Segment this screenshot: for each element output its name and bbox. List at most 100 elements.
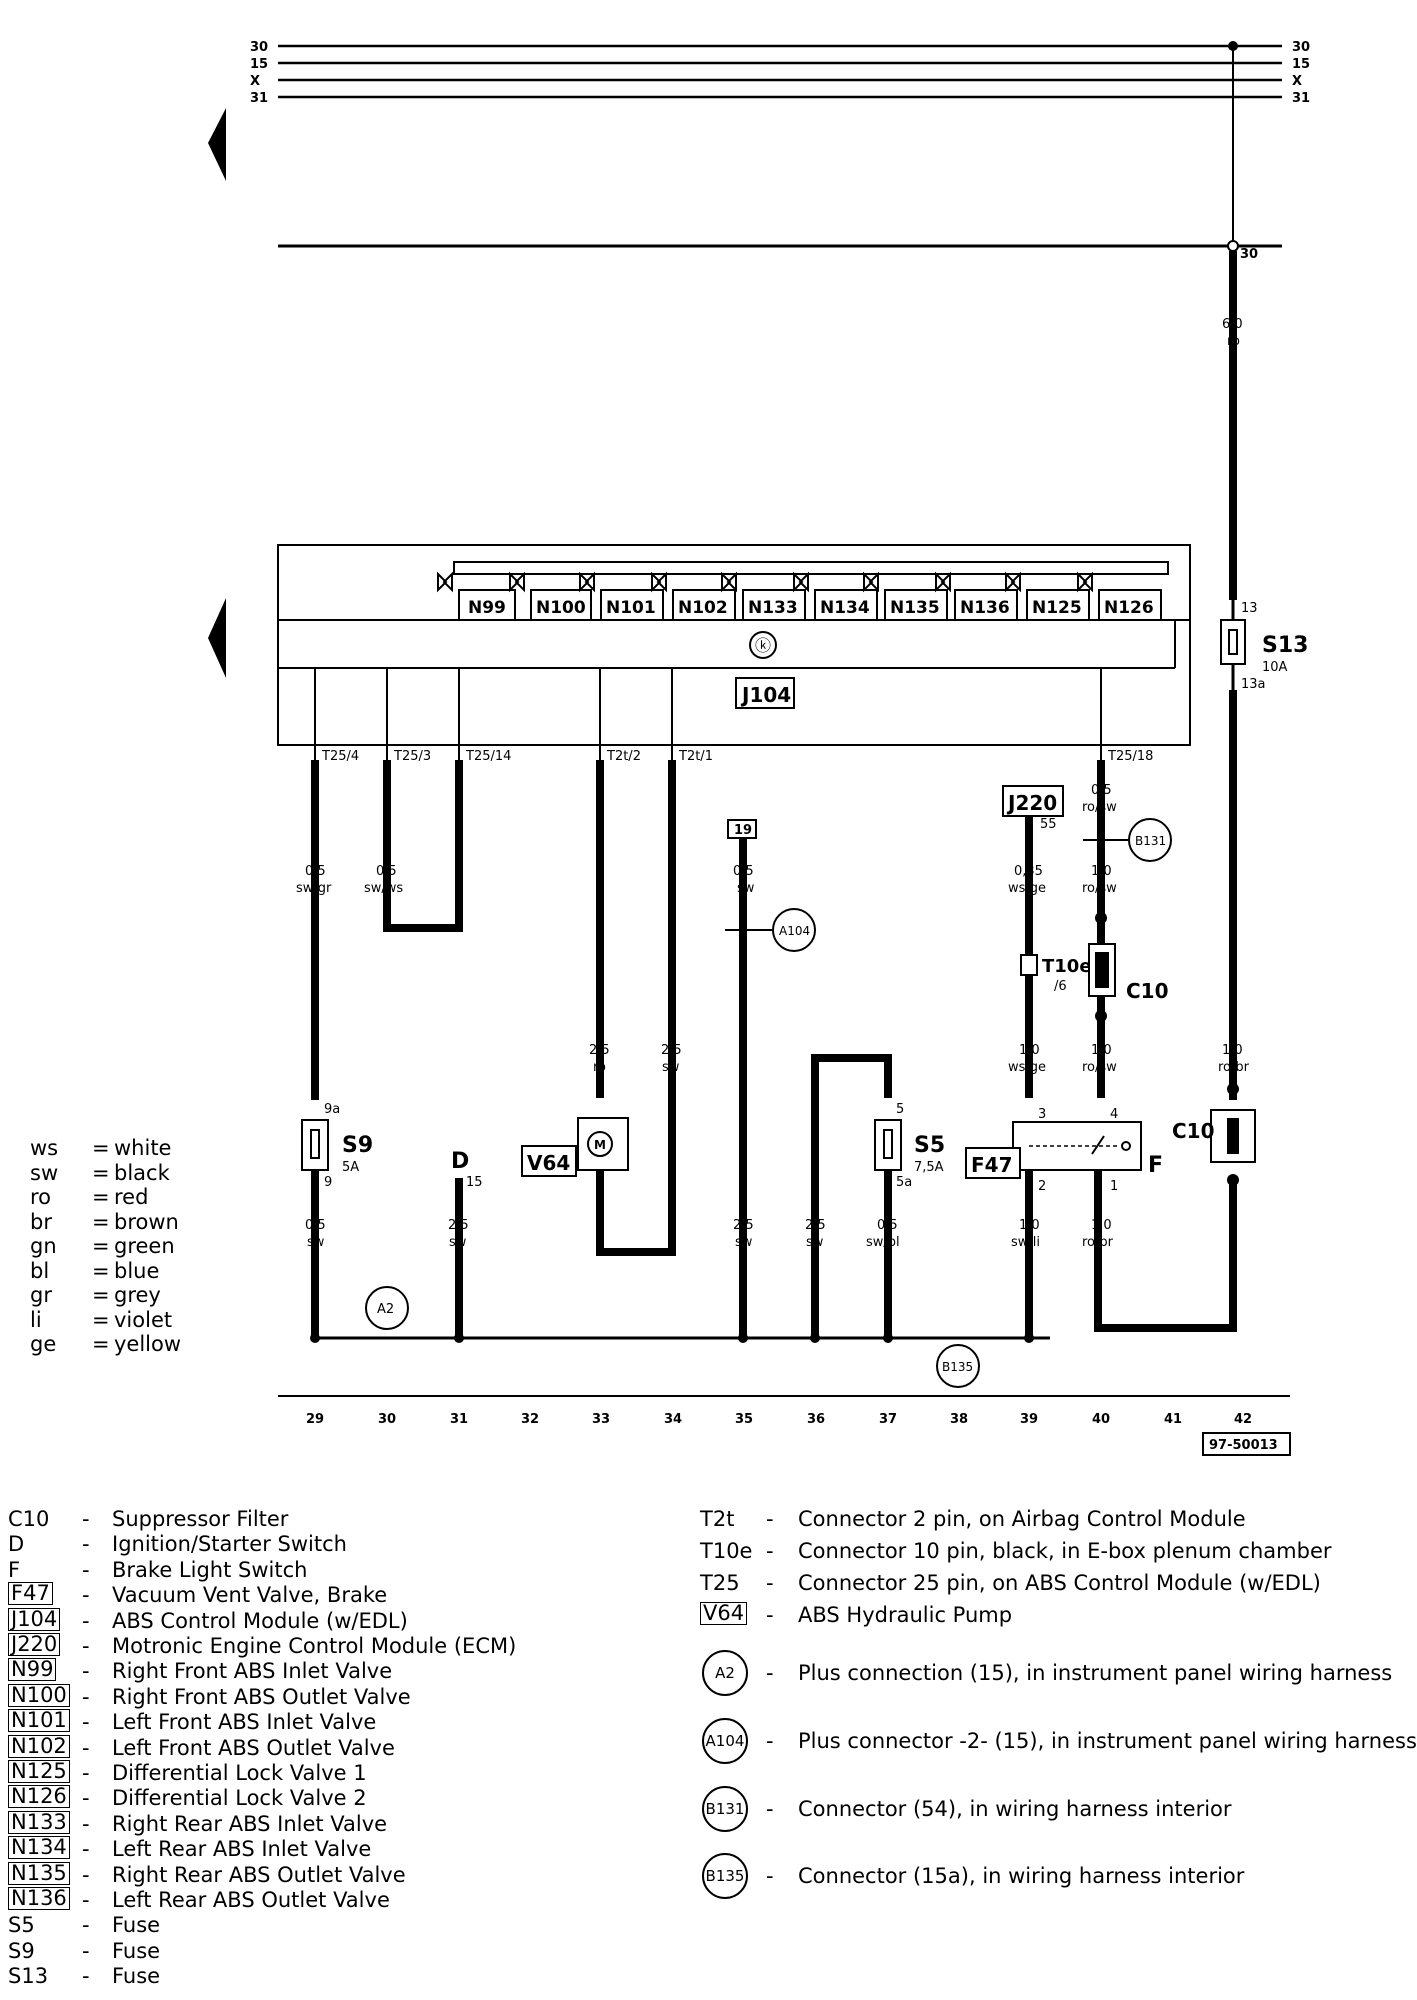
- legend-desc: Connector (15a), in wiring harness inter…: [798, 1864, 1245, 1888]
- svg-text:F: F: [1148, 1153, 1163, 1178]
- wire-label: 1,0: [1091, 1043, 1112, 1058]
- valve-row: N99 N100 N101 N102 N133 N134 N135 N136 N…: [458, 589, 1162, 621]
- track-number: 39: [1020, 1412, 1038, 1427]
- legend-desc: Left Front ABS Outlet Valve: [112, 1735, 395, 1760]
- legend-dash: -: [82, 1913, 90, 1938]
- wire-color: sw: [735, 1235, 753, 1250]
- wire-label: 1,0: [1019, 1218, 1040, 1233]
- rail-label-right: X: [1292, 74, 1302, 89]
- connector-b135: [936, 1344, 980, 1388]
- legend-code: S9: [8, 1938, 35, 1963]
- legend-dash: -: [82, 1608, 90, 1633]
- legend-desc: Right Front ABS Outlet Valve: [112, 1684, 411, 1709]
- wire-label: 0,5: [877, 1218, 898, 1233]
- wire-color-key: ws=white sw=black ro=red br=brown gn=gre…: [30, 1136, 181, 1357]
- legend-dash: -: [766, 1729, 774, 1753]
- legend-code: N99: [8, 1658, 57, 1682]
- rail-label-right: 15: [1292, 57, 1310, 72]
- legend-code: A2: [702, 1650, 748, 1696]
- legend-code: V64: [700, 1602, 748, 1625]
- wire-color: ro: [1227, 334, 1240, 349]
- legend-code: T10e: [700, 1539, 753, 1563]
- color-key-row: ge=yellow: [30, 1332, 182, 1356]
- svg-text:13: 13: [1241, 601, 1258, 616]
- brake-light-switch-f: 3 4 2 1 F47 F: [965, 1107, 1163, 1194]
- legend-code: N126: [8, 1785, 70, 1809]
- track-number: 40: [1092, 1412, 1110, 1427]
- wire-label: 2,5: [661, 1043, 682, 1058]
- wire-label: 2,5: [448, 1218, 469, 1233]
- legend-code: N125: [8, 1760, 70, 1783]
- legend-code: J220: [8, 1633, 61, 1656]
- legend-dash: -: [82, 1837, 90, 1862]
- legend-dash: -: [766, 1603, 774, 1627]
- legend-desc: ABS Control Module (w/EDL): [112, 1608, 408, 1633]
- svg-text:T10e: T10e: [1042, 956, 1092, 977]
- legend-dash: -: [82, 1710, 90, 1735]
- svg-text:A104: A104: [779, 924, 810, 938]
- wire-label: 1,0: [1091, 864, 1112, 879]
- svg-text:15: 15: [466, 1175, 483, 1190]
- svg-text:F47: F47: [971, 1153, 1013, 1177]
- legend-dash: -: [82, 1888, 90, 1912]
- legend-dash: -: [82, 1507, 90, 1531]
- legend-code: C10: [8, 1507, 50, 1531]
- valve-label: N135: [890, 598, 940, 618]
- color-key-row: bl=blue: [30, 1258, 160, 1283]
- legend-dash: -: [82, 1659, 90, 1684]
- legend-dash: -: [82, 1938, 90, 1963]
- track-number: 32: [521, 1412, 539, 1427]
- svg-text:A2: A2: [377, 1302, 394, 1317]
- legend-code: N135: [8, 1861, 70, 1885]
- legend-desc: ABS Hydraulic Pump: [798, 1603, 1013, 1627]
- wire-label: 1,0: [1019, 1043, 1040, 1058]
- track-number: 36: [807, 1412, 825, 1427]
- legend-desc: Suppressor Filter: [112, 1507, 289, 1531]
- color-key-row: gr=grey: [30, 1283, 161, 1307]
- wiring-diagram: 30 15 X 31 30 15 X 31 30 6,0 ro 13 S13 1…: [208, 40, 1310, 1456]
- legend-dash: -: [766, 1661, 774, 1685]
- pin-label: T25/4: [321, 749, 359, 764]
- wire-color: ws/ge: [1008, 881, 1046, 896]
- legend-dash: -: [82, 1862, 90, 1887]
- svg-text:C10: C10: [1172, 1119, 1215, 1143]
- wire-color: sw/gr: [296, 881, 332, 896]
- valve-label: N126: [1104, 598, 1154, 618]
- wire-label: 0,5: [1091, 783, 1112, 798]
- svg-text:5A: 5A: [342, 1160, 359, 1175]
- valve-label: N133: [748, 598, 798, 618]
- valve-label: N99: [468, 598, 506, 618]
- track-number: 41: [1164, 1412, 1182, 1427]
- svg-text:19: 19: [734, 823, 752, 838]
- legend-desc: Plus connection (15), in instrument pane…: [798, 1661, 1393, 1685]
- svg-text:1: 1: [1110, 1179, 1118, 1194]
- wire-color: sw: [737, 881, 755, 896]
- color-key-row: gn=green: [30, 1234, 175, 1258]
- svg-text:7,5A: 7,5A: [914, 1160, 944, 1175]
- track-number: 38: [950, 1412, 968, 1427]
- wire-label: 2,5: [805, 1218, 826, 1233]
- svg-text:9a: 9a: [324, 1102, 340, 1117]
- svg-text:ⓚ: ⓚ: [755, 636, 771, 655]
- wire-color: ws/ge: [1008, 1060, 1046, 1075]
- svg-text:13a: 13a: [1241, 677, 1266, 692]
- pin-label: T25/14: [465, 749, 511, 764]
- legend-dash: -: [82, 1786, 90, 1811]
- valve-label: N102: [678, 598, 728, 618]
- wire-color: ro/br: [1218, 1060, 1250, 1075]
- rail-label-right: 31: [1292, 91, 1310, 106]
- connector-a2: [365, 1286, 409, 1330]
- component-legend-right: T2t-Connector 2 pin, on Airbag Control M…: [700, 1506, 1417, 1906]
- continuation-arrow: [208, 108, 226, 181]
- svg-text:5: 5: [896, 1102, 904, 1117]
- wire-color: ro/sw: [1082, 800, 1117, 815]
- wire-color: ro/br: [1082, 1235, 1114, 1250]
- wire-color: ro/sw: [1082, 881, 1117, 896]
- valve-label: N101: [606, 598, 656, 618]
- wire-color: sw: [806, 1235, 824, 1250]
- fuse-s5: 5 S5 7,5A 5a: [874, 1102, 945, 1190]
- legend-desc: Brake Light Switch: [112, 1557, 308, 1582]
- wire-label: 0,5: [376, 864, 397, 879]
- legend-dash: -: [766, 1507, 774, 1531]
